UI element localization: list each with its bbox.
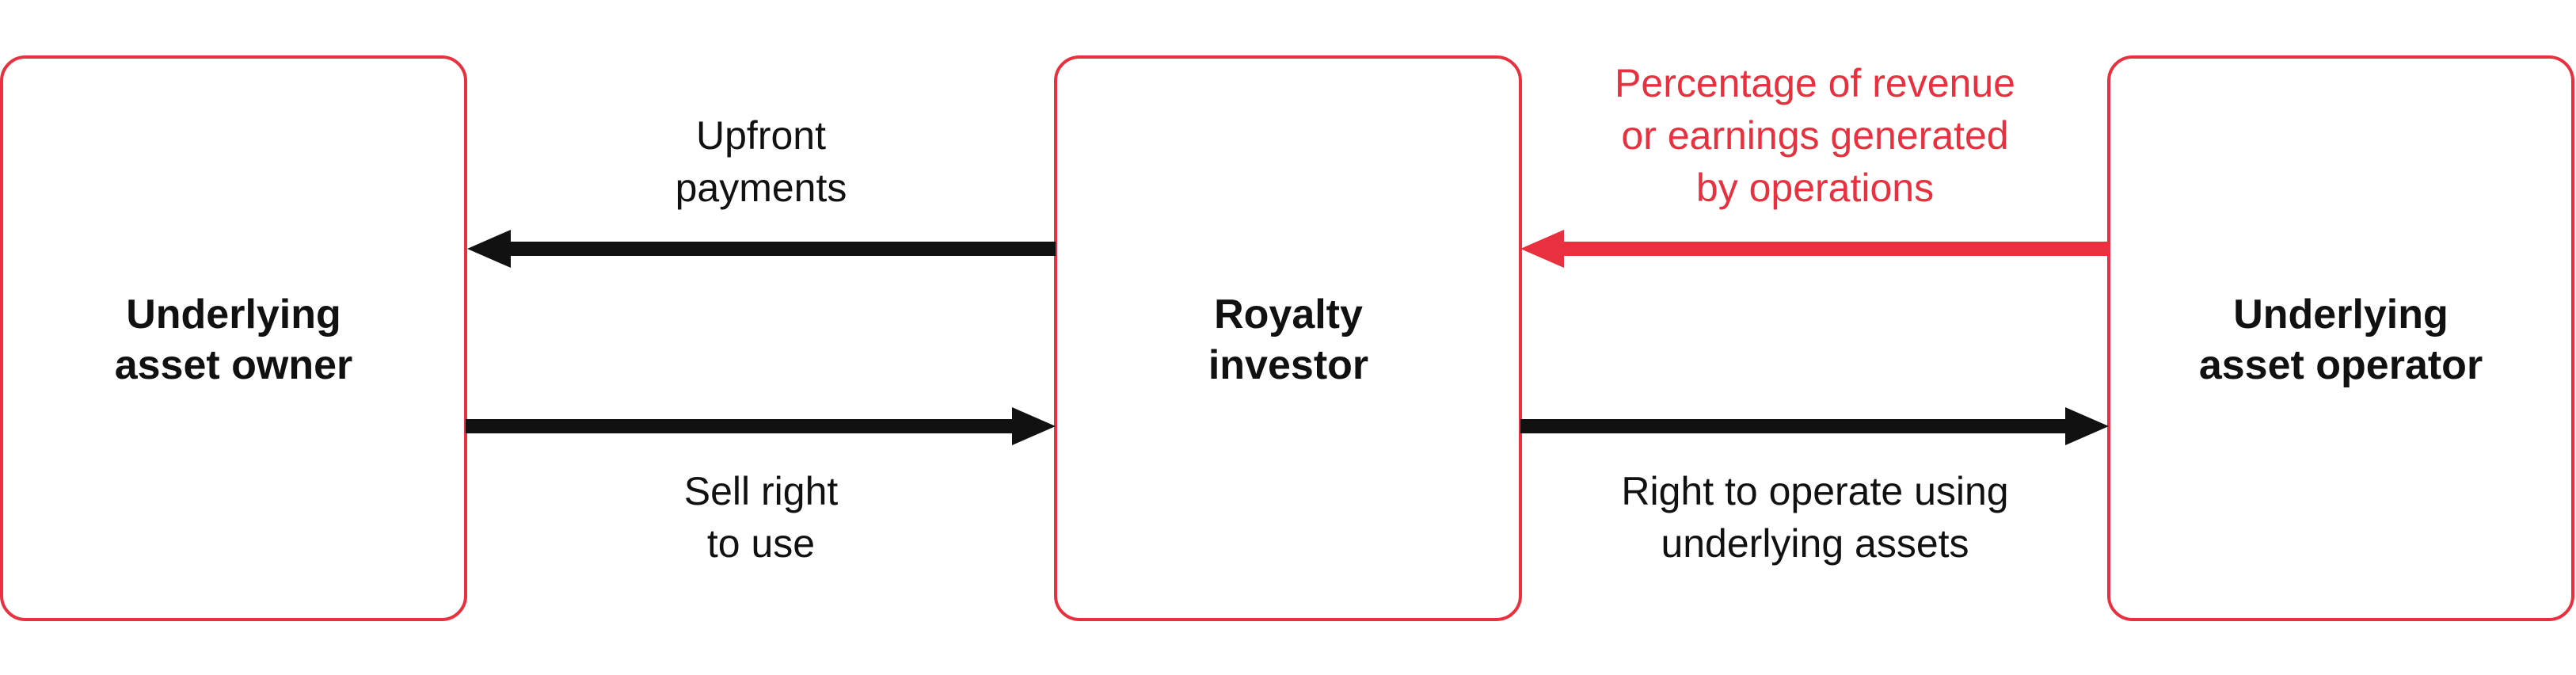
arrow-upfront-head [467, 230, 511, 268]
arrow-upfront-shaft [507, 242, 1056, 256]
royalty-investor-label-line2: investor [1208, 342, 1368, 388]
operate-label-line2: underlying assets [1661, 521, 1969, 566]
node-royalty-investor: Royalty investor [1054, 55, 1522, 621]
sell-label-line2: to use [707, 521, 815, 566]
arrow-operate-head [2065, 407, 2109, 445]
node-asset-operator: Underlying asset operator [2107, 55, 2574, 621]
arrow-revenue-head [1520, 230, 1564, 268]
revenue-label-line3: by operations [1696, 166, 1934, 210]
arrow-sell-shaft [466, 419, 1016, 433]
asset-operator-label-line1: Underlying [2233, 292, 2449, 338]
arrow-operate-shaft [1520, 419, 2069, 433]
arrow-sell-right [466, 407, 1056, 445]
upfront-label-line2: payments [675, 166, 847, 210]
asset-operator-label-line2: asset operator [2199, 342, 2483, 388]
arrow-sell-head [1012, 407, 1056, 445]
arrow-revenue-share [1520, 230, 2109, 268]
node-asset-owner: Underlying asset owner [0, 55, 467, 621]
asset-owner-label-line1: Underlying [126, 292, 341, 338]
revenue-label-line2: or earnings generated [1621, 113, 2008, 158]
arrow-right-to-operate [1520, 407, 2109, 445]
arrow-upfront-payments [467, 230, 1056, 268]
arrow-revenue-shaft [1560, 242, 2109, 256]
asset-owner-box [0, 55, 467, 621]
upfront-label-line1: Upfront [696, 113, 826, 158]
royalty-investor-label-line1: Royalty [1214, 292, 1363, 338]
asset-owner-label-line2: asset owner [115, 342, 353, 388]
royalty-investor-box [1054, 55, 1522, 621]
operate-label-line1: Right to operate using [1621, 469, 2008, 513]
asset-operator-box [2107, 55, 2574, 621]
revenue-label-line1: Percentage of revenue [1615, 61, 2015, 105]
sell-label-line1: Sell right [684, 469, 839, 513]
